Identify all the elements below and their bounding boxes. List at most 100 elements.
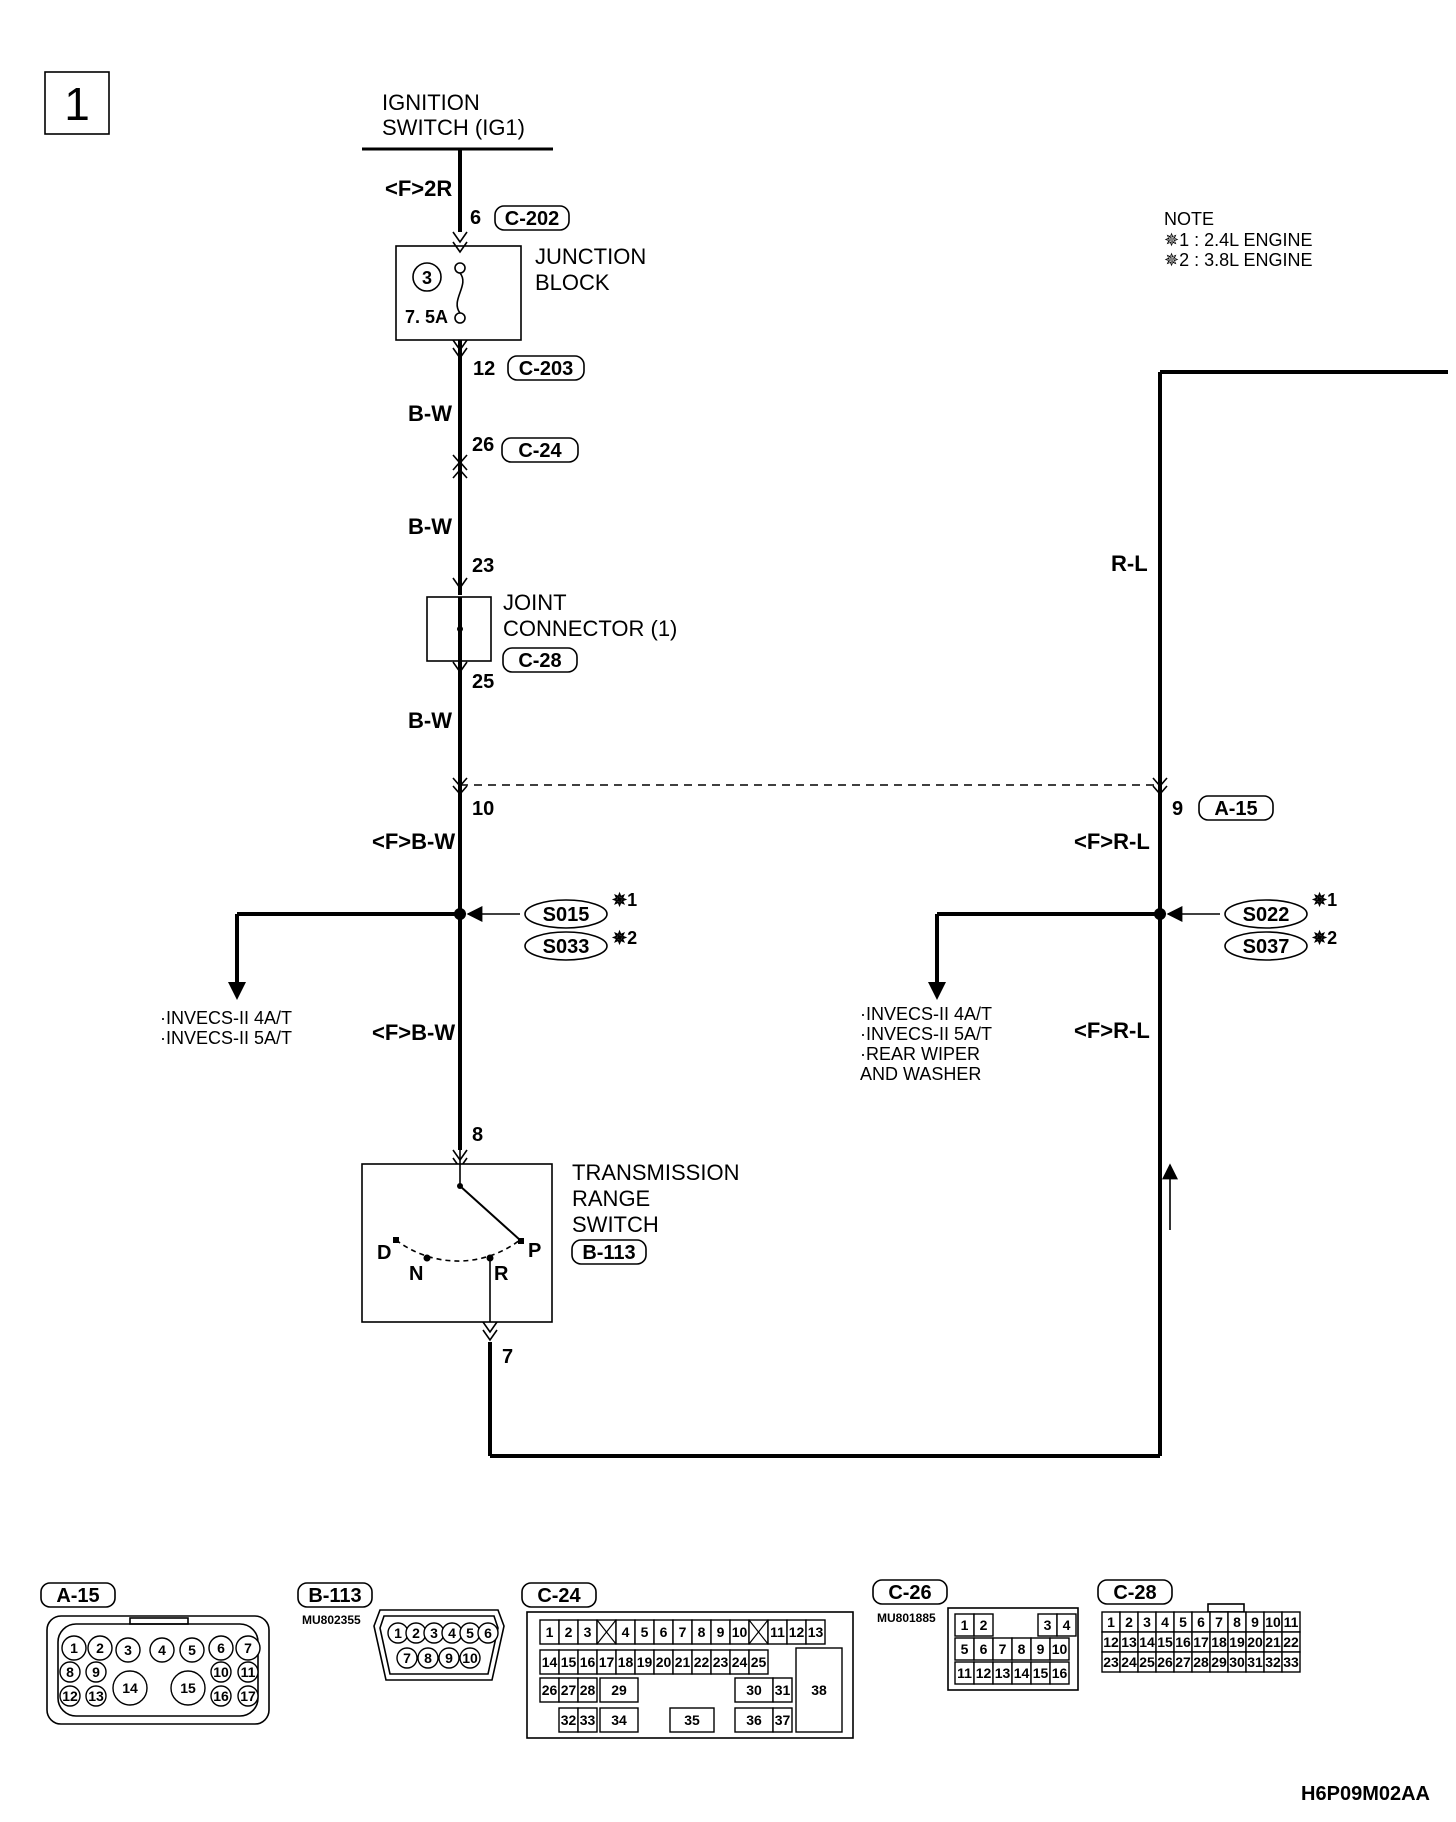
c24-pin [599, 1707, 639, 1733]
c24-pin-label: 34 [611, 1712, 627, 1728]
a15-pin-label: 16 [213, 1688, 229, 1704]
c24-pin-label: 33 [580, 1712, 596, 1728]
c28-pin-label: 29 [1211, 1654, 1227, 1670]
note-star1: ✵1 : 2.4L ENGINE [1164, 230, 1312, 250]
c26-pin-label: 7 [999, 1641, 1007, 1657]
trs-pos-p: P [528, 1240, 541, 1262]
a15-pin [112, 1670, 148, 1706]
c26-pin-label: 3 [1044, 1617, 1052, 1633]
c26-pin [1049, 1661, 1070, 1685]
c24-pin-label: 10 [732, 1624, 748, 1640]
ignition-label-line2: SWITCH (IG1) [382, 115, 525, 140]
a15-pin [61, 1635, 87, 1661]
c28-pin-label: 26 [1157, 1654, 1173, 1670]
c28-pin-label: 18 [1211, 1634, 1227, 1650]
destination-right-4: AND WASHER [860, 1064, 981, 1084]
trs-label-line3: SWITCH [572, 1212, 659, 1237]
wire-color-bw-3: B-W [408, 708, 452, 733]
c24-pin-label: 26 [542, 1682, 558, 1698]
c28-pin-label: 10 [1265, 1614, 1281, 1630]
c24-pin-label: 14 [542, 1654, 558, 1670]
note-title: NOTE [1164, 209, 1214, 229]
c28-pin-label: 16 [1175, 1634, 1191, 1650]
svg-text:A-15: A-15 [56, 1585, 99, 1607]
wire-color-f-rl-1: <F>R-L [1074, 829, 1150, 854]
pin-12: 12 [473, 358, 495, 380]
c28-pin-label: 14 [1139, 1634, 1155, 1650]
c28-pin-label: 30 [1229, 1654, 1245, 1670]
c26-pin-label: 4 [1063, 1617, 1071, 1633]
c24-pin [577, 1707, 598, 1733]
svg-text:S015: S015 [543, 904, 590, 926]
c24-pin-label: 25 [751, 1654, 767, 1670]
b113-pin-label: 2 [412, 1625, 420, 1641]
a15-pin-label: 6 [217, 1640, 225, 1656]
a15-pin-label: 9 [92, 1664, 100, 1680]
pin-9: 9 [1172, 798, 1183, 820]
c24-pin-label: 9 [717, 1624, 725, 1640]
destination-right-1: ·INVECS-II 4A/T [860, 1004, 992, 1024]
a15-pin [115, 1637, 141, 1663]
c24-pin [599, 1677, 639, 1703]
joint-connector-label-line2: CONNECTOR (1) [503, 616, 677, 641]
svg-text:B-113: B-113 [308, 1585, 361, 1607]
left-splice-branch [228, 906, 520, 1000]
c28-pin-label: 8 [1233, 1614, 1241, 1630]
c28-pin [1281, 1651, 1301, 1673]
connector-a15-tag: A-15 [1198, 795, 1274, 821]
c24-pin [805, 1619, 826, 1645]
pin-25: 25 [472, 671, 494, 693]
c24-pin-label: 3 [584, 1624, 592, 1640]
connector-c24: C-24 [518, 440, 562, 462]
c28-pin-label: 7 [1215, 1614, 1223, 1630]
c24-pin-label: 22 [694, 1654, 710, 1670]
a15-pin-label: 11 [241, 1664, 256, 1680]
right-splice-branch [928, 906, 1220, 1000]
c26-pin [1049, 1637, 1070, 1661]
c24-pin-label: 4 [622, 1624, 630, 1640]
b113-pin [438, 1647, 460, 1669]
a15-pin [59, 1685, 81, 1707]
destination-right-3: ·REAR WIPER [860, 1044, 980, 1064]
b113-pin-label: 4 [448, 1625, 456, 1641]
c24-pin-label: 18 [618, 1654, 634, 1670]
c24-pin-label: 7 [679, 1624, 687, 1640]
a15-pin [85, 1685, 107, 1707]
c26-pin-label: 8 [1018, 1641, 1026, 1657]
connector-c203: C-203 [519, 358, 573, 380]
splice-mark-2-left: ✵2 [611, 928, 637, 948]
b113-pin-label: 6 [484, 1625, 492, 1641]
a15-pin-label: 12 [62, 1688, 78, 1704]
b113-pin-label: 1 [394, 1625, 402, 1641]
splice-s037: S037 [1224, 931, 1308, 961]
c26-pin-label: 15 [1033, 1665, 1049, 1681]
c26-pin-label: 1 [961, 1617, 969, 1633]
junction-block-label-line1: JUNCTION [535, 244, 646, 269]
svg-text:S022: S022 [1243, 904, 1290, 926]
c28-pin-label: 17 [1193, 1634, 1209, 1650]
pin-8: 8 [472, 1124, 483, 1146]
c24-pin [772, 1707, 793, 1733]
a15-pin-label: 10 [213, 1664, 229, 1680]
fuse-rating: 7. 5A [405, 307, 448, 327]
c26-pin-label: 9 [1037, 1641, 1045, 1657]
c28-pin-label: 27 [1175, 1654, 1191, 1670]
a15-pin [208, 1635, 234, 1661]
connector-c202-tag: C-202 [494, 205, 570, 231]
c28-pin-label: 4 [1161, 1614, 1169, 1630]
pin-23: 23 [472, 555, 494, 577]
b113-pin [417, 1647, 439, 1669]
trs-label-line1: TRANSMISSION [572, 1160, 739, 1185]
a15-pin-label: 1 [70, 1640, 78, 1656]
connector-c28-tag: C-28 [502, 647, 578, 673]
splice-mark-1-right: ✵1 [1311, 890, 1337, 910]
c28-pin-label: 5 [1179, 1614, 1187, 1630]
wire-color-rl: R-L [1111, 551, 1148, 576]
b113-part-number: MU802355 [302, 1613, 361, 1627]
svg-text:C-26: C-26 [888, 1582, 931, 1604]
c28-pin-label: 28 [1193, 1654, 1209, 1670]
c24-pin-label: 19 [637, 1654, 653, 1670]
